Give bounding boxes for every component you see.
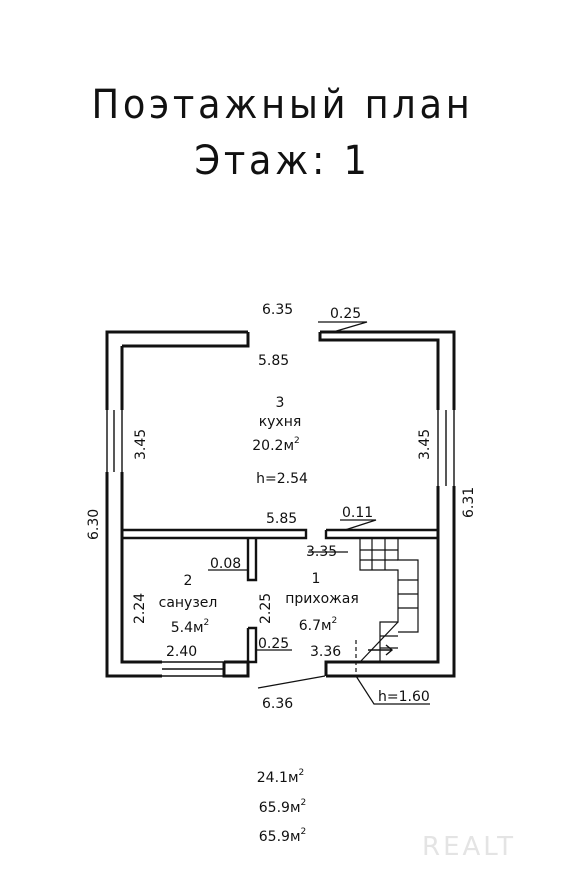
wall-left-lower-inner (120, 472, 162, 664)
floor-title: Этаж: 1 (194, 138, 371, 184)
total-value: 65.9 (258, 800, 290, 816)
wall-kitchen-bottom-left (122, 528, 308, 540)
dim-hall-width: 3.35 (306, 544, 337, 560)
dim-bath-gap: 0.08 (210, 556, 241, 572)
leader-top (318, 321, 368, 333)
room-area-power: 2 (294, 436, 300, 446)
stair-outline (359, 538, 399, 662)
dim-mid-gap: 0.11 (342, 505, 373, 521)
room-area-unit: м (193, 620, 204, 636)
stair-arrow-icon (368, 644, 394, 656)
room-area: 20.2м2 (252, 436, 299, 454)
room-area-unit: м (321, 618, 332, 634)
room-number: 2 (184, 573, 193, 589)
dim-right-outer: 6.31 (461, 487, 477, 518)
dim-door-gap: 0.25 (258, 636, 289, 652)
dim-top-inner: 5.85 (258, 353, 289, 369)
wall-top-right (320, 330, 456, 410)
total-unit: м (289, 829, 301, 845)
total-value: 65.9 (258, 829, 290, 845)
room-area-power: 2 (332, 616, 338, 626)
dim-bath-height: 2.24 (132, 593, 148, 624)
dim-hall-bottom: 3.36 (310, 644, 341, 660)
outer-walls (105, 330, 456, 678)
room-number: 3 (276, 395, 285, 411)
room-kitchen: 3 кухня 20.2м2 h=2.54 (252, 395, 308, 487)
total-power: 2 (300, 827, 307, 837)
total-general-area: 65.9м2 (0, 827, 565, 845)
leader-stair (355, 675, 430, 705)
total-value: 24.1 (256, 770, 288, 786)
wall-bath-right-lower (246, 626, 258, 664)
total-floor-area: 65.9м2 (0, 798, 565, 816)
dim-top-outer: 6.35 (262, 302, 293, 318)
stairs (355, 538, 419, 676)
room-area-value: 20.2 (252, 438, 283, 454)
dim-mid-wall: 5.85 (266, 511, 297, 527)
room-number: 1 (312, 571, 321, 587)
interior-walls (122, 528, 440, 664)
total-unit: м (289, 800, 301, 816)
room-bathroom: 2 санузел 5.4м2 (159, 573, 218, 636)
dim-bottom-outer: 6.36 (262, 696, 293, 712)
dim-left-outer: 6.30 (86, 509, 102, 540)
wall-top-left (105, 330, 248, 410)
leader-bottom (257, 675, 326, 689)
wall-left-inner (122, 332, 250, 348)
wall-right-lower-inner (324, 486, 440, 676)
dim-stair-height: h=1.60 (378, 689, 430, 705)
wall-right-inner-top (318, 332, 440, 410)
wall-bath-right-upper (246, 538, 258, 582)
dim-top-gap: 0.25 (330, 306, 361, 322)
stair-outline-2 (397, 538, 419, 633)
room-area: 5.4м2 (171, 618, 210, 636)
room-hallway: 1 прихожая 6.7м2 (285, 571, 359, 634)
dim-right-kitchen: 3.45 (417, 429, 433, 460)
room-area-value: 6.7 (299, 618, 321, 634)
room-name: кухня (259, 414, 302, 430)
plan-title: Поэтажный план (91, 82, 474, 128)
room-name: прихожая (285, 591, 359, 607)
wall-kitchen-bottom-right (324, 528, 440, 540)
leader-mid (340, 519, 377, 531)
total-living-area: 24.1м2 (0, 768, 563, 786)
wall-bottom-mid (222, 660, 250, 678)
room-area-power: 2 (204, 618, 210, 628)
wall-right-lower (326, 486, 456, 678)
room-height: h=2.54 (256, 471, 308, 487)
dim-hall-height: 2.25 (258, 593, 274, 624)
total-power: 2 (298, 768, 305, 778)
dimension-leaders (208, 321, 430, 705)
room-area-value: 5.4 (171, 620, 193, 636)
stair-diagonal (359, 621, 399, 663)
wall-left-lower (105, 472, 162, 678)
room-area: 6.7м2 (299, 616, 338, 634)
room-area-unit: м (283, 438, 294, 454)
dim-left-kitchen: 3.45 (133, 429, 149, 460)
dim-bath-width: 2.40 (166, 644, 197, 660)
total-unit: м (287, 770, 299, 786)
watermark-logo: REALT (422, 832, 517, 862)
windows (106, 410, 455, 677)
total-power: 2 (300, 798, 307, 808)
room-name: санузел (159, 595, 218, 611)
